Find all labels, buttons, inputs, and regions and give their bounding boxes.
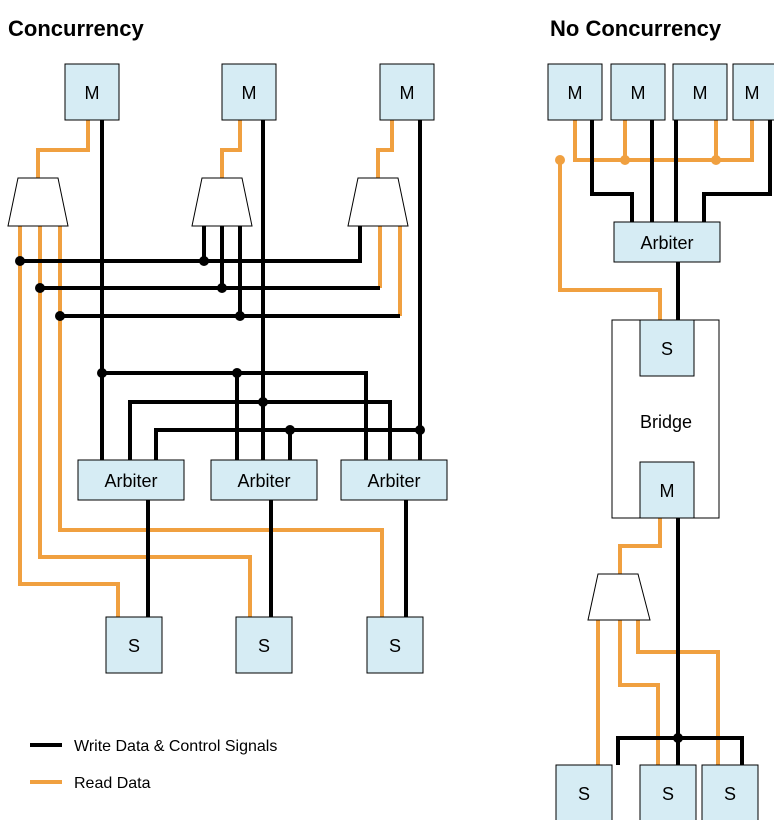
master-label: M bbox=[631, 83, 646, 103]
read-line-m1-mux1 bbox=[36, 120, 90, 178]
master-block-r1: M bbox=[547, 63, 603, 121]
slave-label: S bbox=[661, 339, 673, 359]
junction-dot bbox=[285, 425, 295, 435]
master-label: M bbox=[568, 83, 583, 103]
arbiter-bus-c bbox=[154, 428, 420, 460]
read-line-m3-mux3 bbox=[376, 120, 394, 178]
junction-dot bbox=[620, 155, 630, 165]
slave-block-r1: S bbox=[555, 764, 613, 820]
master-label: M bbox=[660, 481, 675, 501]
slave-label: S bbox=[128, 636, 140, 656]
arbiter-label: Arbiter bbox=[104, 471, 157, 491]
slave-block-2: S bbox=[235, 616, 293, 674]
master-block-r4: M bbox=[732, 63, 774, 121]
left-junction-dots bbox=[15, 256, 425, 435]
slave-block-3: S bbox=[366, 616, 424, 674]
mux-trapezoid-1 bbox=[7, 177, 69, 227]
junction-dot bbox=[555, 155, 565, 165]
junction-dot bbox=[673, 733, 683, 743]
legend-write-label: Write Data & Control Signals bbox=[74, 738, 277, 755]
no-concurrency-title: No Concurrency bbox=[550, 16, 722, 41]
read-line-m2-mux2 bbox=[220, 120, 242, 178]
slave-label: S bbox=[578, 784, 590, 804]
junction-dot bbox=[97, 368, 107, 378]
master-block-r2: M bbox=[610, 63, 666, 121]
legend: Write Data & Control Signals Read Data bbox=[30, 738, 277, 792]
left-read-data-lines bbox=[18, 120, 402, 617]
junction-dot bbox=[258, 397, 268, 407]
master-label: M bbox=[242, 83, 257, 103]
junction-dot bbox=[199, 256, 209, 266]
mux-bus-1 bbox=[20, 226, 362, 263]
master-block-3: M bbox=[379, 63, 435, 121]
master-block-1: M bbox=[64, 63, 120, 121]
slave-block-1: S bbox=[105, 616, 163, 674]
junction-dot bbox=[55, 311, 65, 321]
junction-dot bbox=[35, 283, 45, 293]
slave-label: S bbox=[258, 636, 270, 656]
read-line-mux-s2 bbox=[618, 620, 660, 765]
junction-dot bbox=[711, 155, 721, 165]
read-line-mux1-s3 bbox=[58, 226, 384, 617]
read-line-mux1-s2 bbox=[38, 226, 252, 617]
arbiter-block-3: Arbiter bbox=[340, 459, 448, 501]
legend-read-label: Read Data bbox=[74, 775, 151, 792]
junction-dot bbox=[232, 368, 242, 378]
right-write-lines bbox=[590, 120, 772, 765]
junction-dot bbox=[15, 256, 25, 266]
junction-dot bbox=[415, 425, 425, 435]
arbiter-label: Arbiter bbox=[640, 233, 693, 253]
read-bus-top bbox=[573, 120, 754, 162]
master-label: M bbox=[745, 83, 760, 103]
junction-dot bbox=[235, 311, 245, 321]
slave-label: S bbox=[389, 636, 401, 656]
concurrency-title: Concurrency bbox=[8, 16, 144, 41]
master-block-2: M bbox=[221, 63, 277, 121]
bridge-slave-block: S bbox=[639, 319, 695, 377]
arbiter-block-1: Arbiter bbox=[77, 459, 185, 501]
bridge-label: Bridge bbox=[640, 412, 692, 432]
arbiter-label: Arbiter bbox=[237, 471, 290, 491]
read-line-to-bridge-slave bbox=[558, 160, 662, 320]
slave-label: S bbox=[662, 784, 674, 804]
write-line-m4-arbiter bbox=[702, 120, 772, 222]
arbiter-block-2: Arbiter bbox=[210, 459, 318, 501]
write-line-m1-arbiter bbox=[590, 120, 634, 222]
master-label: M bbox=[85, 83, 100, 103]
read-line-mux1-s1 bbox=[18, 226, 120, 617]
arbiter-block-r: Arbiter bbox=[613, 221, 721, 263]
slave-block-r3: S bbox=[701, 764, 759, 820]
master-label: M bbox=[693, 83, 708, 103]
read-line-bridge-master-mux bbox=[618, 518, 662, 574]
mux-trapezoid-r bbox=[587, 573, 651, 621]
right-junction-dots bbox=[555, 155, 721, 165]
master-block-r3: M bbox=[672, 63, 728, 121]
arbiter-bus-a bbox=[102, 371, 368, 460]
arbiter-label: Arbiter bbox=[367, 471, 420, 491]
mux-trapezoid-2 bbox=[191, 177, 253, 227]
slave-label: S bbox=[724, 784, 736, 804]
master-label: M bbox=[400, 83, 415, 103]
junction-dot bbox=[217, 283, 227, 293]
bridge-master-block: M bbox=[639, 461, 695, 519]
slave-block-r2: S bbox=[639, 764, 697, 820]
mux-trapezoid-3 bbox=[347, 177, 409, 227]
left-write-lines bbox=[20, 120, 422, 617]
